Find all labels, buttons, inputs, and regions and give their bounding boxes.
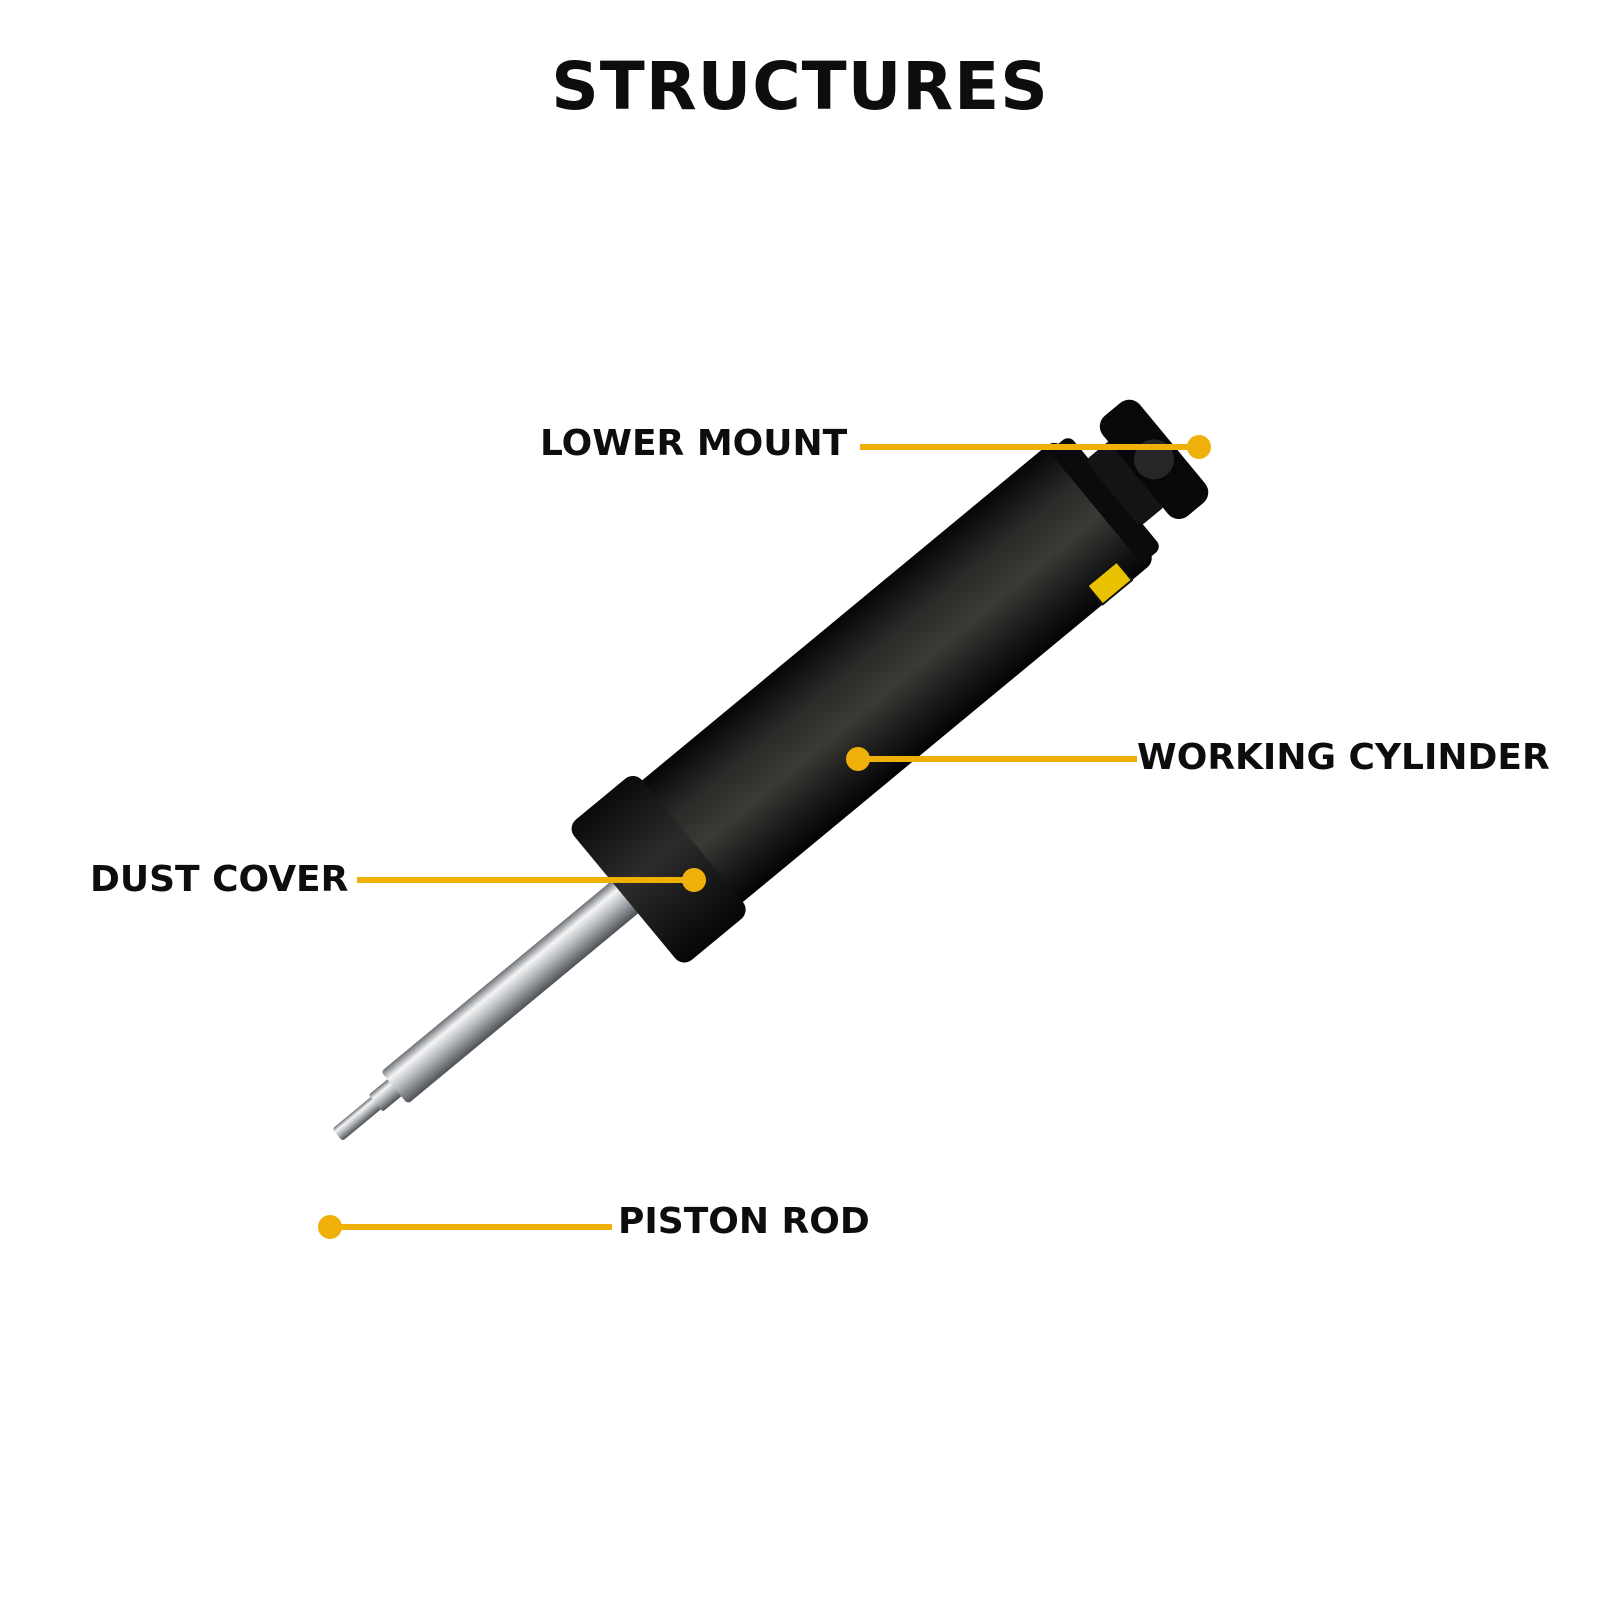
callout-piston-rod-label: PISTON ROD [618, 1201, 870, 1242]
cylinder-body [590, 442, 1152, 944]
piston-rod-shaft [382, 862, 661, 1103]
callout-working-cylinder-leader [846, 747, 1137, 771]
warning-sticker [1085, 560, 1134, 606]
callout-dot [682, 868, 706, 892]
callout-working-cylinder-label: WORKING CYLINDER [1137, 737, 1550, 778]
callout-dot [1187, 435, 1211, 459]
callout-dust-cover-leader [357, 868, 706, 892]
page-title: STRUCTURES [551, 48, 1049, 125]
callout-dot [846, 747, 870, 771]
callout-dust-cover-label: DUST COVER [90, 859, 349, 900]
dust-cover-ring [571, 775, 746, 963]
callout-lower-mount-leader [860, 435, 1211, 459]
callout-dot [318, 1215, 342, 1239]
mount-collar [1087, 441, 1164, 525]
callout-lower-mount-label: LOWER MOUNT [540, 423, 848, 464]
rod-thread-tip [333, 1090, 389, 1140]
shock-absorber [333, 399, 1209, 1140]
callout-piston-rod-leader [318, 1215, 612, 1239]
cylinder-top-cap [1052, 438, 1159, 561]
